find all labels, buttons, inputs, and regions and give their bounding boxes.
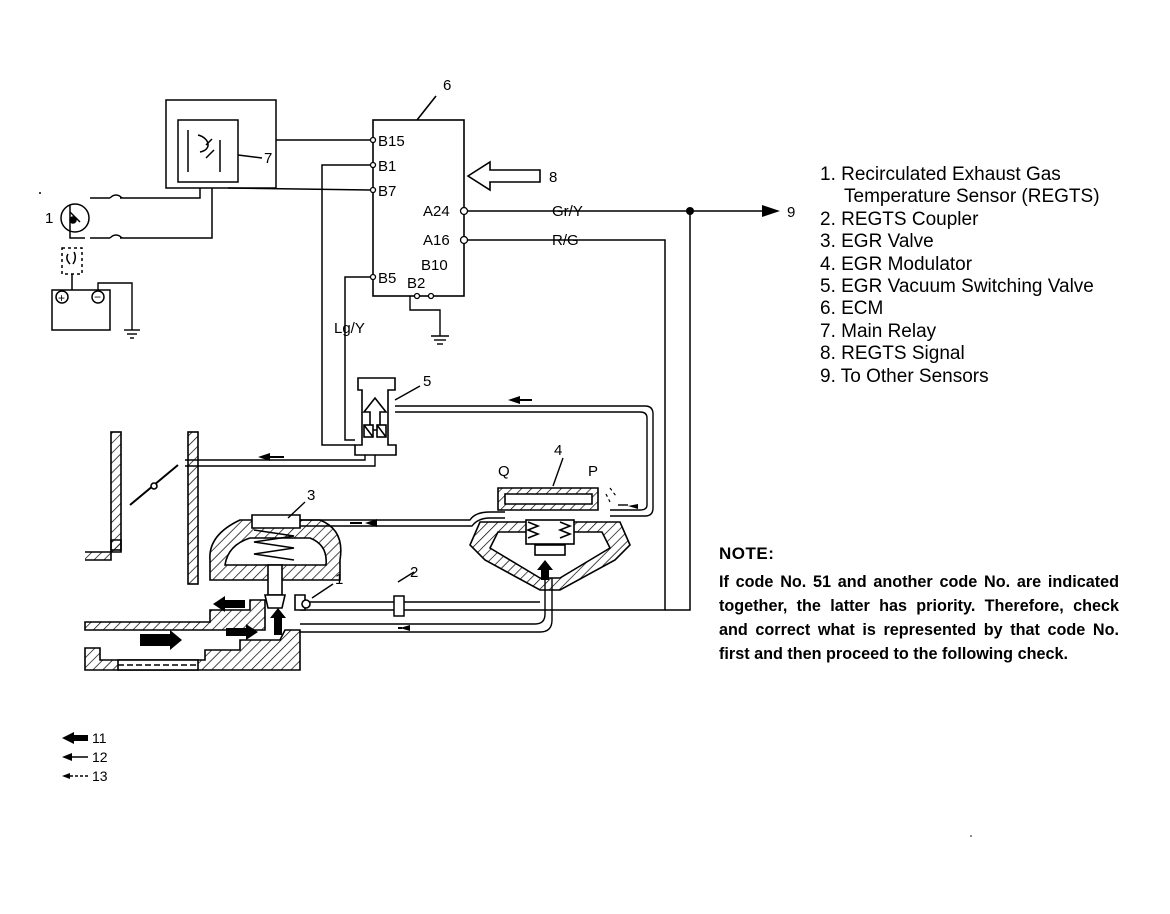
- arrow-legend-12: 12: [92, 749, 108, 765]
- modulator-port-p: P: [588, 463, 598, 480]
- legend-item-4: 4. EGR Modulator: [820, 253, 973, 275]
- wire-gr-y: Gr/Y: [552, 203, 583, 220]
- arrow-legend-13: 13: [92, 768, 108, 784]
- legend-item-1: 1. Recirculated Exhaust Gas: [820, 164, 1061, 185]
- terminal-b2: B2: [407, 275, 425, 292]
- egr-modulator: [469, 487, 631, 591]
- exhaust-flow-arrow: [140, 630, 182, 650]
- wire-lg-y: Lg/Y: [334, 320, 365, 337]
- terminal-a16: A16: [423, 232, 450, 249]
- intake-manifold: [85, 431, 199, 585]
- callout-3: 3: [307, 487, 315, 504]
- component-legend: 1. Recirculated Exhaust Gas Temperature …: [820, 164, 1100, 388]
- ecm: [372, 95, 465, 297]
- regts-signal-arrow: [466, 160, 541, 192]
- modulator-port-q: Q: [498, 463, 510, 480]
- regts-coupler: [393, 595, 405, 617]
- legend-item-8: 8. REGTS Signal: [820, 343, 965, 365]
- exhaust-passage: [84, 599, 301, 671]
- legend-item-2: 2. REGTS Coupler: [820, 208, 979, 230]
- legend-item-3: 3. EGR Valve: [820, 231, 934, 253]
- egr-valve: [209, 514, 342, 611]
- terminal-b7: B7: [378, 183, 396, 200]
- to-other-sensors-arrow: [762, 205, 780, 217]
- legend-item-7: 7. Main Relay: [820, 320, 937, 342]
- terminal-b10: B10: [421, 257, 448, 274]
- note-box: NOTE: If code No. 51 and another code No…: [719, 544, 1119, 666]
- battery-minus: −: [94, 290, 101, 304]
- callout-2: 2: [410, 564, 418, 581]
- callout-5: 5: [423, 373, 431, 390]
- terminal-a24: A24: [423, 203, 450, 220]
- callout-7: 7: [264, 150, 272, 167]
- legend-item-5: 5. EGR Vacuum Switching Valve: [820, 276, 1094, 298]
- arrow-legend-11: 11: [92, 730, 107, 746]
- callout-4: 4: [554, 442, 562, 459]
- callout-9: 9: [787, 204, 795, 221]
- main-relay: [165, 99, 277, 189]
- battery: [51, 289, 111, 331]
- legend-item-9: 9. To Other Sensors: [820, 365, 989, 387]
- callout-1-sensor: 1: [335, 571, 343, 588]
- callout-8: 8: [549, 169, 557, 186]
- terminal-b15: B15: [378, 133, 405, 150]
- wire-r-g: R/G: [552, 232, 579, 249]
- legend-item-6: 6. ECM: [820, 298, 884, 320]
- note-body: If code No. 51 and another code No. are …: [719, 573, 1119, 663]
- terminal-b5: B5: [378, 270, 396, 287]
- callout-1-switch: 1: [45, 210, 53, 227]
- legend-item-1-cont: Temperature Sensor (REGTS): [844, 186, 1100, 208]
- battery-plus: +: [58, 291, 65, 305]
- terminal-b1: B1: [378, 158, 396, 175]
- ignition-switch: [39, 192, 90, 290]
- callout-6: 6: [443, 77, 451, 94]
- note-title: NOTE:: [719, 544, 775, 563]
- egr-vacuum-switching-valve: [354, 377, 397, 456]
- arrow-legend: 11 12 13: [62, 730, 108, 784]
